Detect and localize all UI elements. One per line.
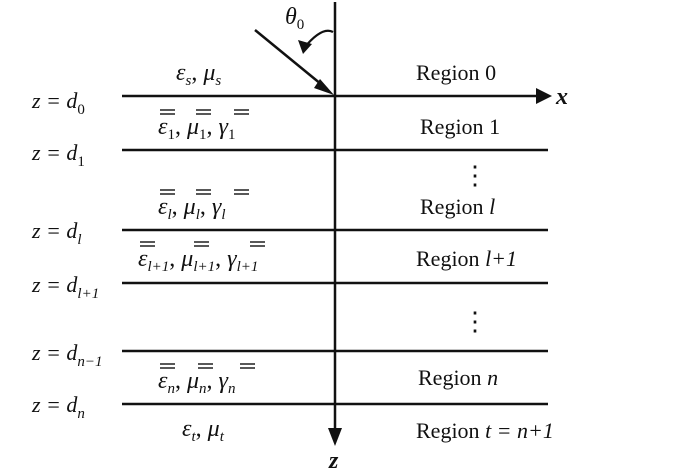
interface-label-dl: z = dl xyxy=(31,218,82,248)
region-label-1: Region 1 xyxy=(420,114,500,139)
svg-text:εn, μn, γn: εn, μn, γn xyxy=(158,368,235,397)
region-label-l: Region l xyxy=(420,194,495,219)
interface-label-d1: z = d1 xyxy=(31,140,85,170)
layer-l-params: εl, μl, γl xyxy=(158,189,249,223)
region-label-0: Region 0 xyxy=(416,60,496,85)
incident-medium-params: εs, μs xyxy=(176,60,221,89)
incident-wave-arrow xyxy=(254,29,328,90)
z-axis-arrowhead xyxy=(328,428,342,446)
x-axis-arrowhead xyxy=(536,88,552,104)
svg-text:εl+1, μl+1, γl+1: εl+1, μl+1, γl+1 xyxy=(138,246,258,275)
ellipsis-upper: ⋮ xyxy=(462,161,488,190)
interface-label-dl1: z = dl+1 xyxy=(31,272,99,302)
angle-arc-arrowhead xyxy=(298,40,312,54)
layer-n-params: εn, μn, γn xyxy=(158,363,255,397)
transmit-medium-params: εt, μt xyxy=(182,416,225,445)
angle-label: θ0 xyxy=(285,4,304,33)
svg-text:εl, μl, γl: εl, μl, γl xyxy=(158,194,226,223)
interface-label-dn: z = dn xyxy=(31,392,85,422)
interface-label-d0: z = d0 xyxy=(31,88,85,118)
ellipsis-lower: ⋮ xyxy=(462,307,488,336)
z-axis-label: z xyxy=(328,448,339,471)
region-label-l1: Region l+1 xyxy=(416,246,517,271)
region-label-t: Region t = n+1 xyxy=(416,418,554,443)
incident-wave-arrowhead xyxy=(314,79,334,95)
x-axis-label: x xyxy=(555,84,568,110)
interface-label-dn1: z = dn−1 xyxy=(31,340,103,370)
region-label-n: Region n xyxy=(418,365,498,390)
layer-1-params: ε1, μ1, γ1 xyxy=(158,109,249,143)
layer-l1-params: εl+1, μl+1, γl+1 xyxy=(138,241,265,275)
svg-text:ε1, μ1, γ1: ε1, μ1, γ1 xyxy=(158,114,235,143)
